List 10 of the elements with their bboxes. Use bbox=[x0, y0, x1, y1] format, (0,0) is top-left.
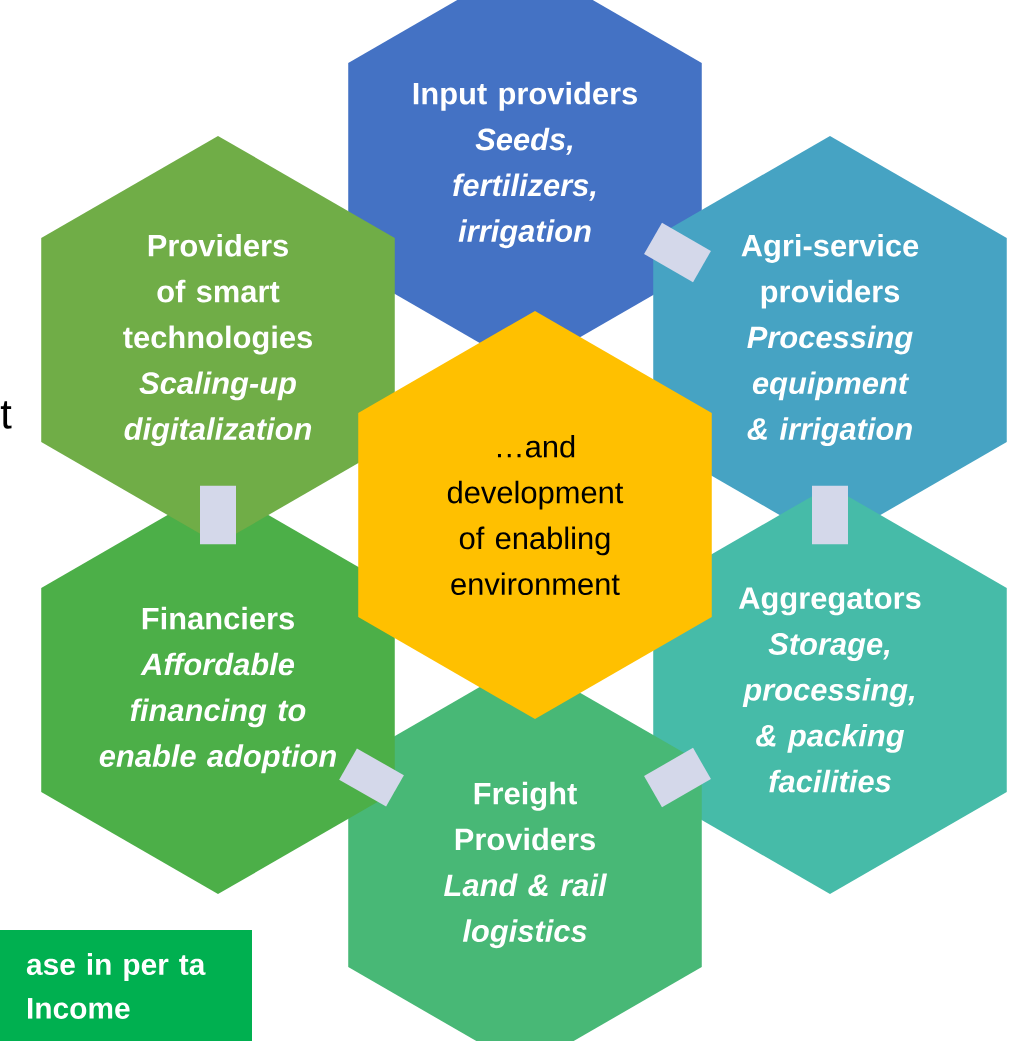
connector-bar bbox=[339, 748, 404, 807]
hexagon: Providers of smart technologies Scaling-up digitalization bbox=[41, 135, 395, 545]
connector-bar bbox=[812, 485, 848, 545]
connector-bar bbox=[644, 222, 711, 283]
hexagon: Financiers Affordable financing to enable adoption bbox=[41, 485, 395, 895]
hexagon: …and development of enabling environment bbox=[358, 310, 712, 720]
partial-text: t bbox=[0, 401, 12, 429]
connector-bar bbox=[200, 485, 236, 545]
connector-bar bbox=[644, 747, 711, 808]
text-box: ase in per ta Income bbox=[0, 930, 252, 1041]
